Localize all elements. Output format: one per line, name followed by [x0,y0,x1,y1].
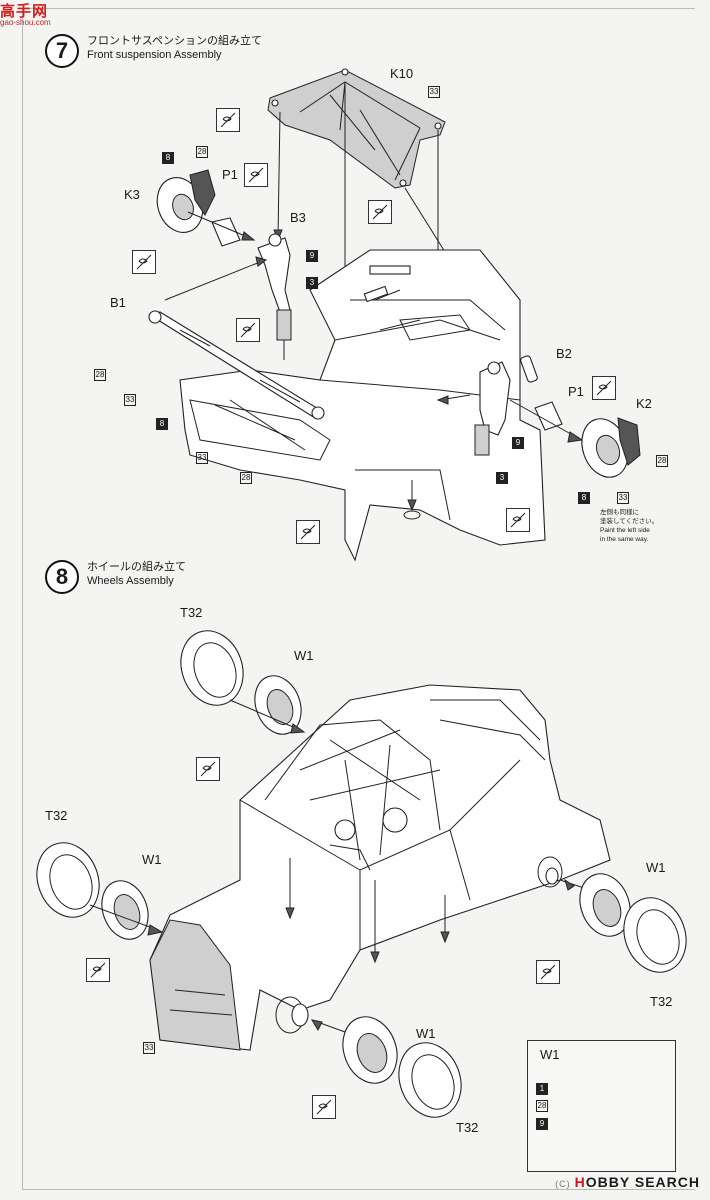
p1-left [187,211,256,247]
paint-note-en-2: in the same way. [600,536,649,543]
label-k2: K2 [636,396,652,411]
cement-icon [196,757,220,781]
label-k10: K10 [390,66,414,81]
k2-brake-disc [581,417,641,478]
label-b2: B2 [556,346,572,361]
color-8-b1: 8 [156,418,168,430]
color-9-right: 9 [512,437,524,449]
step-8-title-en: Wheels Assembly [87,575,174,587]
label-p1-right: P1 [568,384,584,399]
color-3-right: 3 [496,472,508,484]
wheel-front-left-top [180,630,306,735]
cement-icon [368,200,392,224]
watermark-url: gao-shou.com [0,18,51,27]
cement-icon [536,960,560,984]
color-33-top: 33 [428,86,440,98]
label-w1-bottom: W1 [416,1026,436,1041]
step-8-number: 8 [45,560,79,594]
wheel-rear-right [559,873,687,973]
color-8-left: 8 [162,152,174,164]
cement-icon [506,508,530,532]
label-b3: B3 [290,210,306,225]
wheel-front-right [310,1016,462,1118]
b3-knuckle [257,233,292,360]
color-8-k2: 8 [578,492,590,504]
cement-icon [592,376,616,400]
chassis-body-step7 [179,249,546,562]
color-28-b1: 28 [94,369,106,381]
label-t32-bottom: T32 [456,1120,479,1135]
wheel-front-left [36,842,164,940]
step-7-title: フロントサスペンションの組み立て Front suspension Assemb… [87,34,262,62]
cement-icon [216,108,240,132]
copyright-mark: (C) [555,1179,571,1189]
paint-note: 左側も同様に 塗装してください。 Paint the left side in … [600,508,658,544]
color-9-b3: 9 [306,250,318,262]
step-8-title-jp: ホイールの組み立て [87,561,186,573]
k3-brake-disc [156,169,216,233]
watermark-text: 高手网 [0,3,49,20]
cement-icon [236,318,260,342]
cement-icon [312,1095,336,1119]
label-k3: K3 [124,187,140,202]
label-w1-right: W1 [646,860,666,875]
color-28-bottom: 28 [240,472,252,484]
label-w1-left: W1 [142,852,162,867]
hobby-search-logo: (C)HOBBY SEARCH [555,1174,700,1190]
car-body-step8 [149,684,611,1051]
label-t32-top: T32 [180,605,203,620]
paint-note-jp-1: 左側も同様に [600,509,639,516]
paint-note-jp-2: 塗装してください。 [600,518,659,525]
b2-knuckle-right [436,355,538,456]
paint-note-en-1: Paint the left side [600,527,650,534]
label-p1-left: P1 [222,167,238,182]
cement-icon [244,163,268,187]
brand-red: H [574,1174,586,1190]
brand-dark: OBBY SEARCH [585,1174,700,1190]
label-b1: B1 [110,295,126,310]
color-28-k2: 28 [656,455,668,467]
color-33-bottom: 33 [196,452,208,464]
watermark-logo: 高手网 gao-shou.com [0,0,51,27]
step-7-number: 7 [45,34,79,68]
inset-color-9: 9 [536,1118,548,1130]
k10-crossmember [267,68,446,189]
color-33-k2: 33 [617,492,629,504]
w1-detail-inset: W1 1 28 9 [527,1040,676,1172]
label-t32-right: T32 [650,994,673,1009]
cement-icon [132,250,156,274]
p1-right [509,399,584,443]
b1-tie-rod [148,256,325,420]
cement-icon [86,958,110,982]
color-33-front: 33 [143,1042,155,1054]
color-33-b1: 33 [124,394,136,406]
step-7-title-jp: フロントサスペンションの組み立て [87,35,263,47]
inset-color-1: 1 [536,1083,548,1095]
inset-color-28: 28 [536,1100,548,1112]
inset-title: W1 [540,1047,560,1062]
step-8-title: ホイールの組み立て Wheels Assembly [87,560,186,588]
page-frame [22,8,695,1190]
color-3-b3: 3 [306,277,318,289]
cement-icon [296,520,320,544]
step-7-title-en: Front suspension Assembly [87,49,222,61]
label-t32-left: T32 [45,808,68,823]
color-28-left: 28 [196,146,208,158]
label-w1-top: W1 [294,648,314,663]
